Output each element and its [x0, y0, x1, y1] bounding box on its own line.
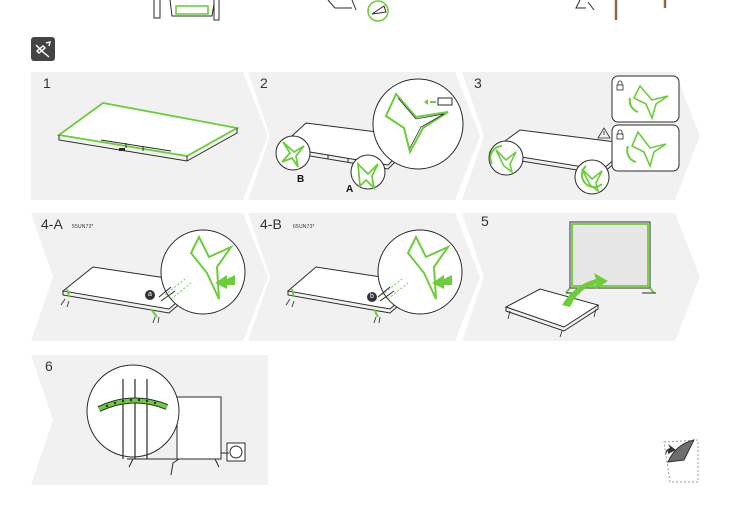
step-6-panel: 6	[31, 355, 268, 485]
step-5-panel: 5	[462, 213, 700, 341]
step-1-panel: 1	[31, 72, 268, 200]
top-partial-illustrations	[153, 0, 667, 22]
step-2-panel: B A 2	[248, 72, 480, 200]
lock-icon	[616, 80, 624, 91]
label-a: A	[346, 184, 354, 195]
step-4a-number: 4-A	[41, 216, 63, 232]
step-4a-panel: a 4-A 55UN73*	[31, 213, 268, 341]
step-4b-model: 65UN73*	[293, 224, 315, 230]
step-4a-model: 55UN73*	[72, 224, 94, 230]
cable-tie-icon	[31, 37, 55, 61]
step-2-number: 2	[260, 75, 268, 91]
step-3-number: 3	[474, 75, 482, 91]
step-4b-panel: b 4-B 65UN73*	[248, 213, 480, 341]
marker-a: a	[145, 290, 155, 300]
warning-icon	[597, 127, 611, 139]
page-turn-icon	[663, 439, 699, 483]
step-4b-number: 4-B	[260, 216, 282, 232]
step-1-number: 1	[43, 75, 51, 91]
marker-b: b	[367, 292, 377, 302]
step-6-number: 6	[45, 358, 53, 374]
step-3-panel: 3	[462, 72, 700, 200]
step-5-number: 5	[481, 213, 489, 229]
label-b: B	[297, 174, 305, 185]
